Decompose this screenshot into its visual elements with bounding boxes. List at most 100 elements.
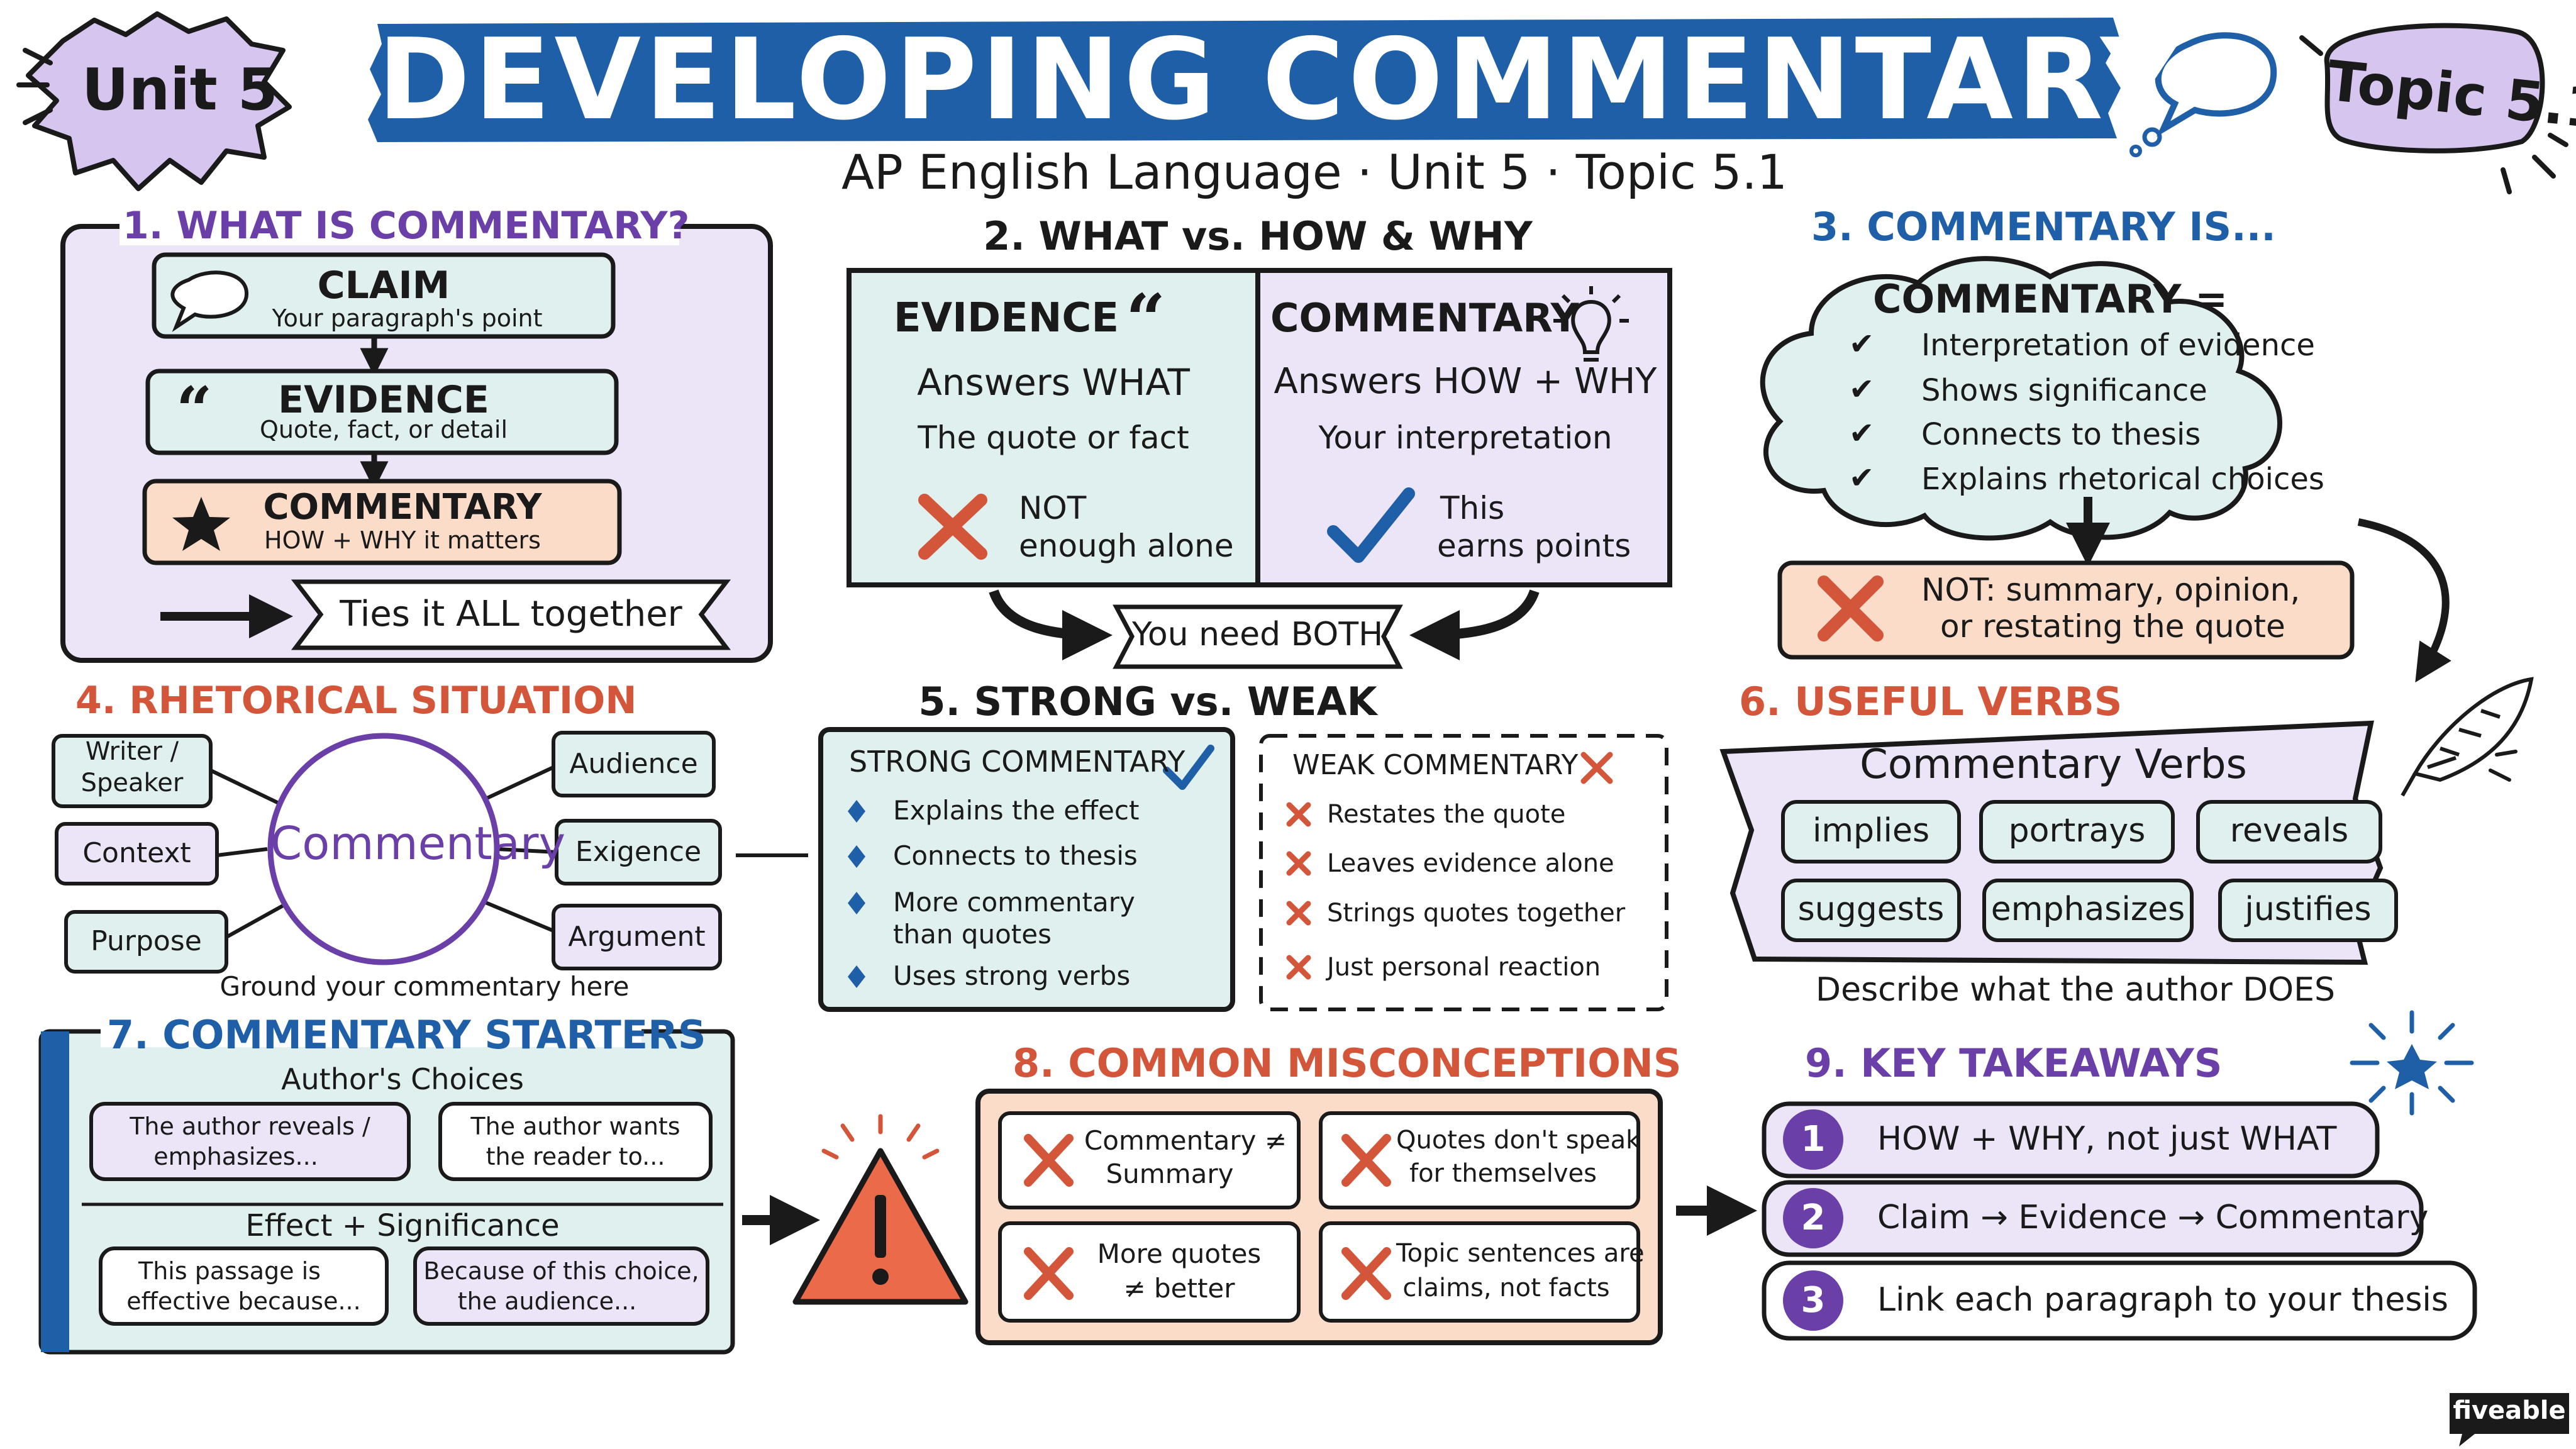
warning-icon <box>792 1114 969 1305</box>
s2-heading: 2. WHAT vs. HOW & WHY <box>983 213 1533 259</box>
s4-purpose-box <box>64 910 228 974</box>
verb: justifies <box>2245 891 2372 928</box>
s2-banner-text: You need BOTH. <box>1132 616 1393 653</box>
sparkle-icon <box>2350 1010 2474 1116</box>
verb-box-1 <box>1781 800 1961 863</box>
s3-item: Explains rhetorical choices <box>1921 462 2324 497</box>
strong-bullets <box>848 800 865 988</box>
title-banner <box>368 18 2121 142</box>
lightbulb-icon <box>1553 286 1629 362</box>
misconception-line: Topic sentences are <box>1396 1239 1645 1268</box>
s1-evidence-box <box>145 369 619 455</box>
misconception-3 <box>998 1221 1301 1323</box>
takeaway-1 <box>1762 1101 2380 1179</box>
s7-sub1: Author's Choices <box>281 1062 524 1096</box>
starter-line: This passage is <box>138 1257 321 1285</box>
s4-exigence: Exigence <box>575 836 702 868</box>
takeaway-text: Claim → Evidence → Commentary <box>1877 1199 2429 1236</box>
s6-footer: Describe what the author DOES <box>1816 971 2335 1009</box>
s1-commentary-box <box>142 479 622 565</box>
brand-badge <box>2450 1393 2569 1446</box>
unit-badge-star <box>26 11 292 191</box>
s1-heading: 1. WHAT IS COMMENTARY? <box>123 204 690 248</box>
x-icon <box>1818 575 1884 641</box>
s2-left-line2: The quote or fact <box>918 419 1189 456</box>
page-title: DEVELOPING COMMENTARY <box>377 14 2186 145</box>
s4-argument: Argument <box>568 921 706 953</box>
s4-purpose: Purpose <box>91 925 202 957</box>
s4-audience-box <box>552 731 716 797</box>
s3-check-icon: ✔ <box>1849 416 1875 451</box>
s7-heading: 7. COMMENTARY STARTERS <box>107 1012 706 1058</box>
s2-right-panel <box>1255 268 1672 587</box>
s2-right-note1: This <box>1440 490 1505 526</box>
s5-weak-item: Restates the quote <box>1327 800 1566 829</box>
starter-line: The author wants <box>470 1113 680 1140</box>
verb: reveals <box>2229 812 2349 850</box>
evidence-desc: Quote, fact, or detail <box>259 416 508 443</box>
takeaway-text: Link each paragraph to your thesis <box>1877 1281 2448 1319</box>
s2-right-note2: earns points <box>1437 528 1631 564</box>
takeaway-number: 3 <box>1801 1280 1826 1321</box>
verb-box-3 <box>2196 800 2382 863</box>
s3-not-line2: or restating the quote <box>1940 608 2285 645</box>
misconception-line: More quotes <box>1097 1238 1262 1269</box>
takeaway-number: 1 <box>1801 1119 1826 1160</box>
s4-writer1: Writer / <box>85 737 179 766</box>
s6-heading: 6. USEFUL VERBS <box>1739 679 2123 724</box>
quote-icon: “ <box>176 373 213 447</box>
s4-writer2: Speaker <box>80 769 184 797</box>
s5-strong-item: than quotes <box>893 919 1052 950</box>
s2-right-line2: Your interpretation <box>1318 419 1613 456</box>
speech-bubble-icon <box>2155 32 2277 137</box>
brand-logo: fiveable <box>2453 1396 2566 1425</box>
verb: suggests <box>1797 891 1945 928</box>
starter-line: The author reveals / <box>130 1113 370 1140</box>
s2-right-line1: Answers HOW + WHY <box>1274 361 1657 402</box>
misconception-line: Commentary ≠ <box>1084 1125 1287 1156</box>
verb: emphasizes <box>1990 891 2185 928</box>
s4-argument-box <box>552 904 722 970</box>
check-icon <box>1327 487 1415 563</box>
commentary-title: COMMENTARY <box>263 487 542 528</box>
s3-cloud <box>1760 256 2282 541</box>
s5-weak-item: Leaves evidence alone <box>1327 849 1614 878</box>
s2-right-title: COMMENTARY <box>1270 295 1579 341</box>
verb-box-4 <box>1781 879 1961 942</box>
s4-context-box <box>55 822 219 886</box>
claim-title: CLAIM <box>317 264 450 308</box>
s2-banner <box>1113 604 1403 669</box>
s5-strong-item: Connects to thesis <box>893 840 1138 871</box>
verb-box-2 <box>1979 800 2175 863</box>
s3-check-icon: ✔ <box>1849 460 1875 496</box>
s3-item: Interpretation of evidence <box>1921 328 2315 363</box>
quote-icon: “ <box>1126 279 1166 360</box>
s3-check-icon: ✔ <box>1849 372 1875 407</box>
starter-line: effective because... <box>126 1287 361 1315</box>
s2-left-title: EVIDENCE <box>893 295 1119 341</box>
s6-banner-title: Commentary Verbs <box>1860 741 2247 788</box>
evidence-title: EVIDENCE <box>278 378 489 422</box>
s1-banner <box>291 579 731 650</box>
s2-left-panel <box>847 268 1260 587</box>
s5-strong-panel <box>818 727 1235 1012</box>
x-icon <box>918 494 987 560</box>
topic-badge-shape <box>2324 23 2545 153</box>
feather-icon <box>2401 677 2534 797</box>
s3-check-icon: ✔ <box>1849 326 1875 362</box>
s4-heading: 4. RHETORICAL SITUATION <box>75 679 637 723</box>
takeaway-text: HOW + WHY, not just WHAT <box>1877 1120 2337 1158</box>
takeaway-2 <box>1762 1180 2424 1257</box>
star-icon <box>172 497 230 551</box>
page-subtitle: AP English Language · Unit 5 · Topic 5.1 <box>841 144 1787 200</box>
starter-3 <box>99 1246 389 1326</box>
s9-heading: 9. KEY TAKEAWAYS <box>1805 1040 2223 1086</box>
s4-footer: Ground your commentary here <box>219 971 630 1002</box>
s1-claim-box <box>152 252 616 339</box>
starter-line: the reader to... <box>486 1143 665 1170</box>
starter-4 <box>413 1246 709 1326</box>
takeaway-number: 2 <box>1801 1197 1826 1238</box>
verb: implies <box>1812 812 1930 850</box>
s2-left-note1: NOT <box>1019 490 1087 526</box>
